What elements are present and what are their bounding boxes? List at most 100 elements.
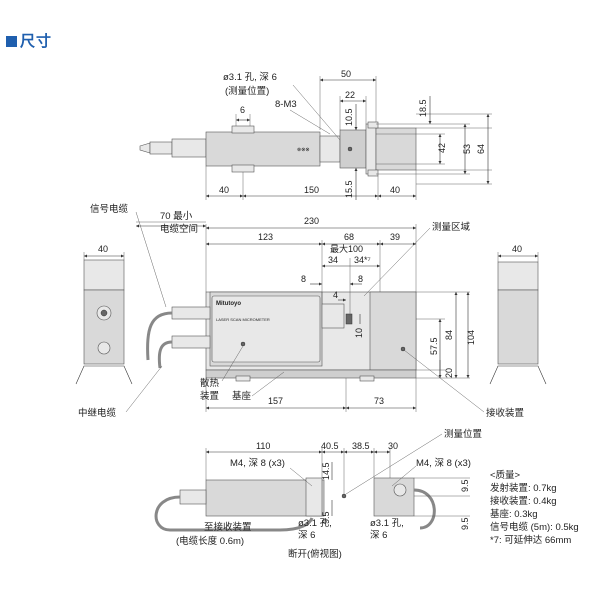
measure-position-top: (测量位置) xyxy=(225,85,269,97)
bottom-view: 110 40.5 38.5 30 测量位置 M4, 深 8 (x3) M4, 深… xyxy=(154,428,482,560)
receiver-bottom-body xyxy=(373,477,415,517)
dim-8-right: 8 xyxy=(358,274,363,284)
right-side-stand xyxy=(489,365,547,385)
label-cable-length: (电缆长度 0.6m) xyxy=(176,535,244,547)
dim-123: 123 xyxy=(258,232,273,242)
emitter-brand: Mitutoyo xyxy=(216,301,241,307)
cable-sleeve xyxy=(171,138,207,158)
note-base: 基座: 0.3kg xyxy=(490,508,538,520)
dim-9-5-right-top: 9.5 xyxy=(460,479,470,492)
dim-150: 150 xyxy=(304,185,319,195)
dim-57-5: 57.5 xyxy=(429,337,439,355)
dim-10: 10 xyxy=(354,328,364,338)
dim-22: 22 xyxy=(345,90,355,100)
dim-34-right: 34*⁷ xyxy=(354,255,371,265)
dim-73: 73 xyxy=(374,396,384,406)
mass-notes: <质量> 发射装置: 0.7kg 接收装置: 0.4kg 基座: 0.3kg 信… xyxy=(490,469,579,546)
receiver-bottom-cable xyxy=(413,488,436,530)
dim-6: 6 xyxy=(240,105,245,115)
left-side-top xyxy=(83,259,125,291)
dim-53: 53 xyxy=(462,144,472,154)
left-side-stand xyxy=(75,365,133,385)
dim-40-left-side: 40 xyxy=(98,244,108,254)
dim-40-right: 40 xyxy=(390,185,400,195)
dim-68: 68 xyxy=(344,232,354,242)
probe-shaft xyxy=(149,141,173,155)
emitter-logo: ⊗⊗⊗ xyxy=(297,147,310,153)
dim-max-100: 最大100 xyxy=(330,243,363,254)
dim-14-5: 14.5 xyxy=(321,462,331,480)
emitter-body-top xyxy=(205,131,321,167)
label-cable-space-1: 70 最小 xyxy=(160,211,193,222)
label-heat-sink-2: 装置 xyxy=(200,390,219,402)
title-square-icon xyxy=(6,36,17,47)
label-base: 基座 xyxy=(232,390,252,402)
dim-42: 42 xyxy=(437,143,447,153)
dim-9-5-left: 9.5 xyxy=(321,511,331,524)
label-bottom-measure-pos: 测量位置 xyxy=(444,428,482,440)
dim-18-5: 18.5 xyxy=(418,99,428,117)
note-mass-title: <质量> xyxy=(490,469,521,481)
emitter-bottom-body xyxy=(205,479,325,517)
base-foot-left xyxy=(235,375,251,382)
left-side-connector xyxy=(97,341,111,355)
right-side-top xyxy=(497,261,539,291)
dim-50: 50 xyxy=(341,69,351,79)
note-cable: 信号电缆 (5m): 0.5kg xyxy=(490,521,579,533)
front-view: Mitutoyo LASER SCAN MICROMETER 230 123 6… xyxy=(75,203,547,419)
dim-8-left: 8 xyxy=(301,274,306,284)
dim-110: 110 xyxy=(256,441,270,451)
measure-point xyxy=(347,146,353,152)
heat-sink-point xyxy=(240,341,246,347)
dim-38-5: 38.5 xyxy=(352,441,370,451)
emitter-model: LASER SCAN MICROMETER xyxy=(216,317,270,322)
dim-230: 230 xyxy=(304,216,319,226)
dim-157: 157 xyxy=(268,396,283,406)
neck-left xyxy=(319,135,341,163)
label-hole-right-1: ø3.1 孔, xyxy=(370,518,404,529)
label-cable-space-2: 电缆空间 xyxy=(160,223,198,235)
dim-9-5-right-bottom: 9.5 xyxy=(460,517,470,530)
base-bottom xyxy=(205,369,417,379)
label-hole-left-1: ø3.1 孔, xyxy=(298,518,332,529)
top-view: ⊗⊗⊗ 50 22 10.5 15.5 ø3.1 孔, 深 6 (测量位置) 8… xyxy=(139,69,492,200)
dim-104: 104 xyxy=(466,330,476,345)
emitter-bottom-bracket xyxy=(305,477,323,517)
label-hole-right-2: 深 6 xyxy=(370,530,387,541)
emitter-head xyxy=(321,303,345,329)
dim-84: 84 xyxy=(444,330,454,340)
receiver-tab-top xyxy=(367,121,379,129)
label-to-receiver: 至接收装置 xyxy=(204,521,252,533)
relay-connector xyxy=(171,335,211,349)
emitter-panel xyxy=(211,295,321,363)
label-receiver: 接收装置 xyxy=(486,407,524,419)
measure-window xyxy=(339,129,367,169)
receiver-cable-line xyxy=(154,495,314,532)
relay-cable-line xyxy=(157,340,173,369)
hole-note-top: ø3.1 孔, 深 6 xyxy=(223,72,277,83)
note-receiver: 接收装置: 0.4kg xyxy=(490,495,557,507)
signal-cable-line xyxy=(146,311,173,361)
laser-window xyxy=(345,313,353,325)
neck-right xyxy=(365,123,377,175)
label-section: 断开(俯视图) xyxy=(288,548,342,560)
label-m4-right: M4, 深 8 (x3) xyxy=(416,458,471,469)
receiver-body-top xyxy=(375,127,417,171)
dim-34-left: 34 xyxy=(328,255,338,265)
dim-10-5: 10.5 xyxy=(344,108,354,126)
dim-40-5: 40.5 xyxy=(321,441,339,451)
label-signal-cable: 信号电缆 xyxy=(90,203,129,215)
signal-connector xyxy=(171,306,211,320)
label-m4-left: M4, 深 8 (x3) xyxy=(230,458,285,469)
note-stroke: *7: 可延伸达 66mm xyxy=(490,534,571,546)
dim-40-right-side: 40 xyxy=(512,244,522,254)
base-foot-right xyxy=(359,375,375,382)
label-relay-cable: 中继电缆 xyxy=(78,407,117,419)
label-hole-left-2: 深 6 xyxy=(298,530,315,541)
right-side-body xyxy=(497,289,539,365)
emitter-bracket-top xyxy=(231,125,255,134)
dim-4: 4 xyxy=(333,290,338,300)
dim-30: 30 xyxy=(388,441,398,451)
dim-15-5: 15.5 xyxy=(344,180,354,198)
